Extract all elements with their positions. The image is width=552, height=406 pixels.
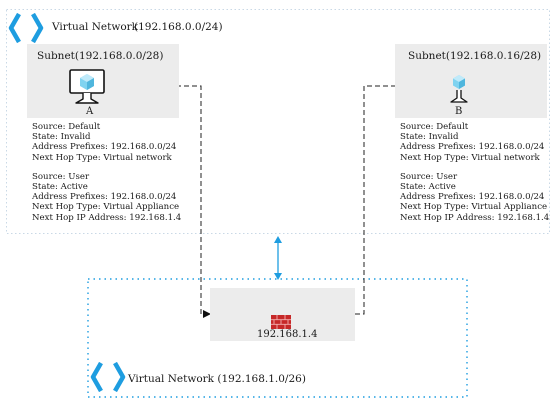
route-line: Address Prefixes: 192.168.0.0/24 bbox=[32, 142, 177, 153]
route-line: Source: Default bbox=[32, 122, 101, 132]
route-line: Source: User bbox=[400, 171, 458, 182]
route-line: Next Hop Type: Virtual Appliance bbox=[32, 202, 180, 213]
subnet-b-box bbox=[395, 44, 547, 118]
route-line: State: Active bbox=[32, 181, 88, 192]
firewall-icon bbox=[271, 315, 291, 329]
route-line: Source: User bbox=[32, 171, 90, 182]
subnet-a-title: Subnet(192.168.0.0/28) bbox=[37, 50, 164, 62]
route-line: Next Hop IP Address: 192.168.1.4 bbox=[400, 212, 550, 223]
route-line: State: Invalid bbox=[400, 132, 459, 143]
route-line: Source: Default bbox=[400, 122, 469, 132]
bottom-vnet-boundary bbox=[87, 278, 468, 398]
route-line: Address Prefixes: 192.168.0.0/24 bbox=[400, 192, 545, 203]
subnet-a-routes: Source: Default State: Invalid Address P… bbox=[32, 122, 181, 223]
vnet-brackets-icon bbox=[90, 362, 126, 392]
subnet-b-title: Subnet(192.168.0.16/28) bbox=[408, 50, 542, 62]
appliance-ip: 192.168.1.4 bbox=[257, 329, 318, 340]
route-line: Next Hop IP Address: 192.168.1.4 bbox=[32, 212, 182, 223]
cube-icon bbox=[453, 75, 465, 89]
route-line: State: Active bbox=[400, 181, 456, 192]
top-vnet-cidr: (192.168.0.0/24) bbox=[134, 21, 223, 33]
route-line: State: Invalid bbox=[32, 132, 91, 143]
vm-b-label: B bbox=[455, 106, 463, 117]
vnet-brackets-icon bbox=[8, 13, 44, 43]
top-vnet-label: Virtual Network(192.168.0.0/24) bbox=[52, 21, 223, 33]
route-line: Next Hop Type: Virtual network bbox=[400, 152, 540, 163]
bottom-vnet-label: Virtual Network (192.168.1.0/26) bbox=[128, 373, 306, 385]
subnet-b-routes: Source: Default State: Invalid Address P… bbox=[400, 122, 549, 223]
route-line: Address Prefixes: 192.168.0.0/24 bbox=[400, 142, 545, 153]
vm-a-label: A bbox=[86, 106, 94, 117]
route-line: Next Hop Type: Virtual network bbox=[32, 152, 172, 163]
virtual-machine-icon[interactable] bbox=[69, 69, 105, 107]
route-line: Address Prefixes: 192.168.0.0/24 bbox=[32, 192, 177, 203]
cube-icon bbox=[80, 74, 94, 90]
virtual-machine-icon[interactable] bbox=[446, 74, 472, 106]
route-line: Next Hop Type: Virtual Appliance bbox=[400, 202, 548, 213]
peering-arrow-icon bbox=[274, 236, 282, 280]
appliance-box[interactable] bbox=[210, 288, 355, 341]
top-vnet-name: Virtual Network bbox=[52, 21, 139, 33]
